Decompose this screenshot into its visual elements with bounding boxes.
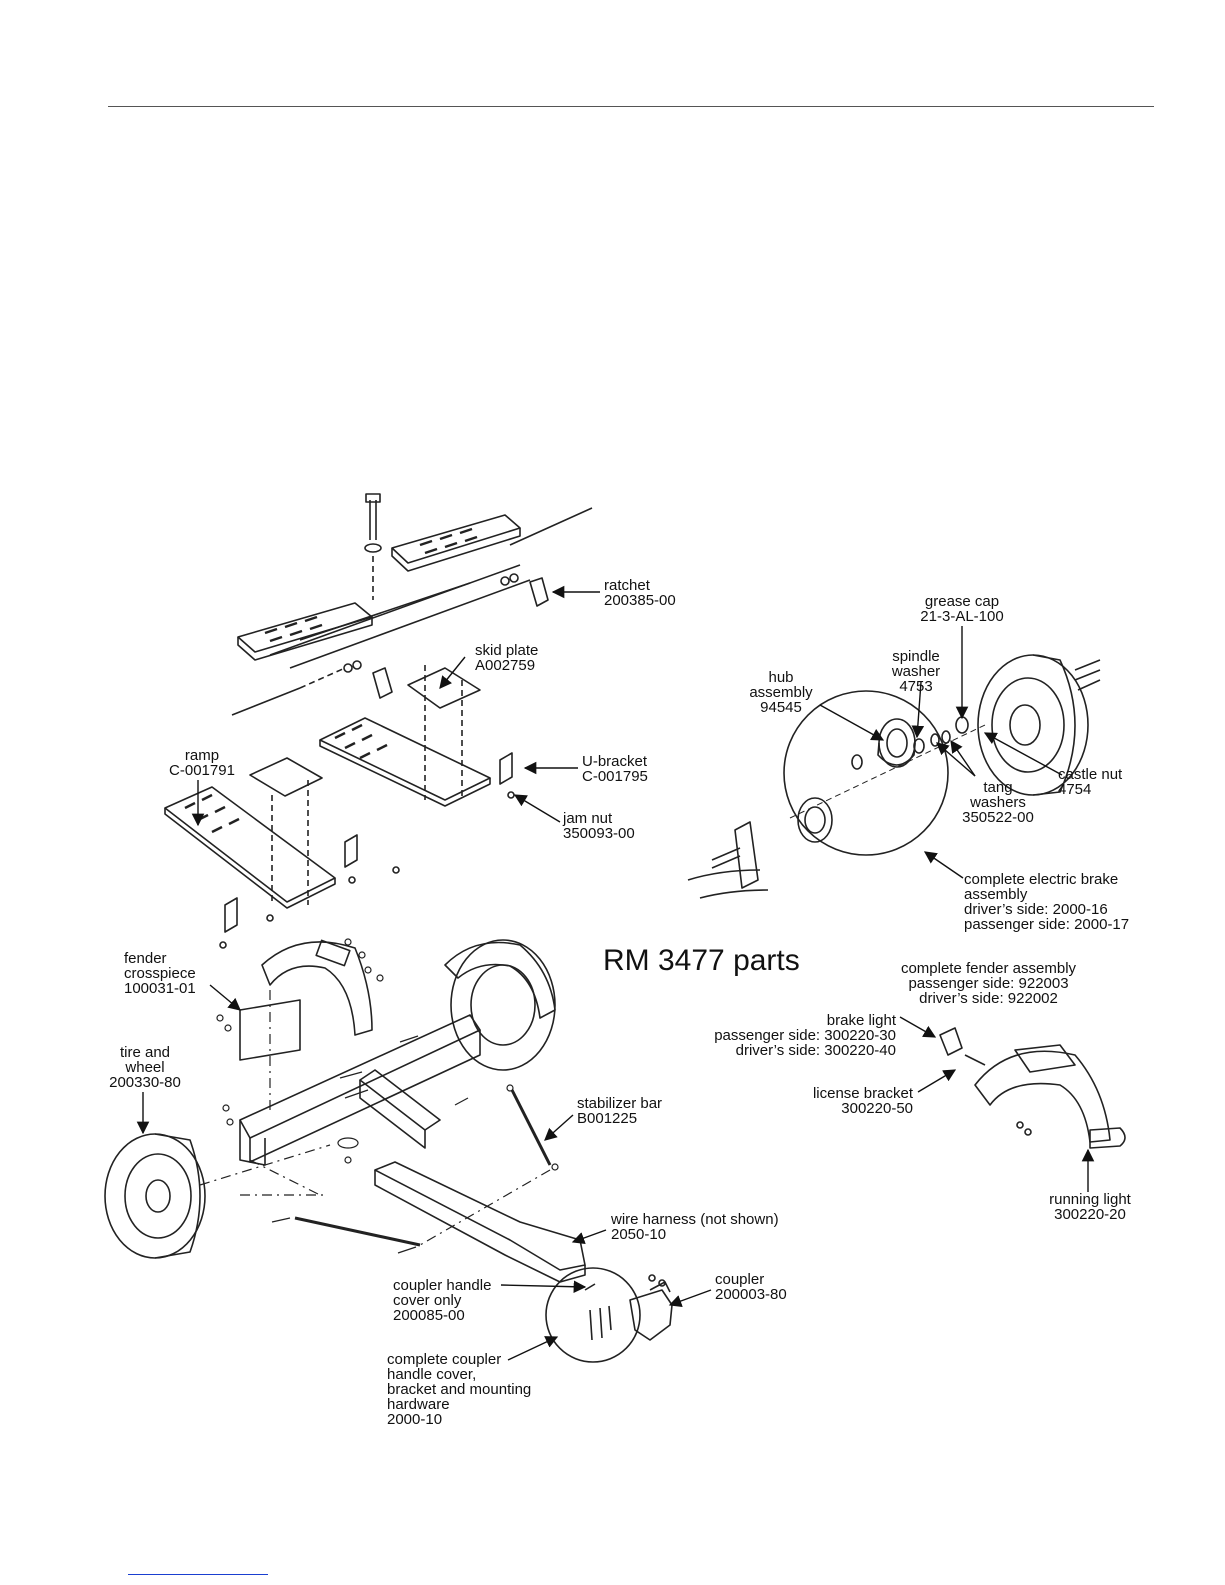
label-ramp: ramp C-001791 <box>169 747 235 779</box>
fender-assembly <box>940 1028 1125 1148</box>
hub-assembly <box>878 719 915 767</box>
label-skid-plate: skid plate A002759 <box>475 642 539 674</box>
deck-assembly <box>232 494 592 715</box>
skid-plate-lower <box>250 758 322 796</box>
label-spindle-washer: spindle washer 4753 <box>891 648 941 695</box>
label-running-light: running light 300220-20 <box>1049 1191 1131 1223</box>
label-stabilizer-bar: stabilizer bar B001225 <box>577 1095 663 1127</box>
right-tire-wheel <box>978 655 1100 795</box>
label-complete-coupler: complete coupler handle cover, bracket a… <box>387 1351 532 1428</box>
label-tang-washers: tang washers 350522-00 <box>962 779 1034 826</box>
main-frame <box>240 1015 585 1282</box>
coupler-body <box>630 1290 672 1340</box>
label-fender-assembly: complete fender assembly passenger side:… <box>900 960 1077 1007</box>
left-fender <box>262 940 372 1035</box>
label-ratchet: ratchet 200385-00 <box>604 577 676 609</box>
label-wire-harness: wire harness (not shown) 2050-10 <box>611 1211 779 1243</box>
diagram-title: RM 3477 parts <box>603 944 800 977</box>
label-jam-nut: jam nut 350093-00 <box>563 810 635 842</box>
skid-plate <box>408 668 480 708</box>
coupler-detail-circle <box>546 1268 640 1362</box>
label-fender-crosspiece: fender crosspiece 100031-01 <box>124 950 196 997</box>
label-coupler: coupler 200003-80 <box>715 1271 787 1303</box>
label-license-bracket: license bracket 300220-50 <box>812 1085 913 1117</box>
brake-detail-circle <box>784 691 948 855</box>
label-coupler-handle-cover: coupler handle cover only 200085-00 <box>393 1277 492 1324</box>
right-fender-wheel <box>445 940 555 1070</box>
label-hub-assembly: hub assembly 94545 <box>749 669 813 716</box>
label-electric-brake: complete electric brake assembly driver’… <box>964 871 1130 933</box>
header-rule <box>108 106 1154 107</box>
label-brake-light: brake light passenger side: 300220-30 dr… <box>714 1012 896 1059</box>
label-tire-wheel: tire and wheel 200330-80 <box>109 1044 181 1091</box>
left-tire-wheel <box>105 1134 205 1258</box>
ramp-upper <box>320 718 490 806</box>
brake-drum <box>798 798 832 842</box>
bottom-underline <box>128 1574 268 1575</box>
label-castle-nut: castle nut 4754 <box>1058 766 1123 798</box>
label-grease-cap: grease cap 21-3-AL-100 <box>920 593 1004 625</box>
label-u-bracket: U-bracket C-001795 <box>582 753 648 785</box>
ramp-lower <box>165 787 335 908</box>
